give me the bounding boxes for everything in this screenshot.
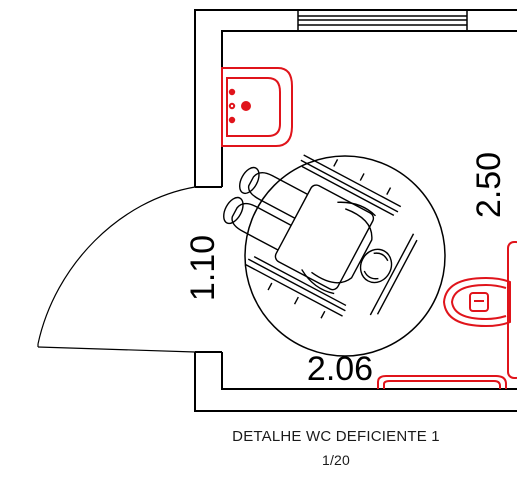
dimension-room-depth: 2.50 bbox=[470, 152, 508, 218]
dimension-door-width: 1.10 bbox=[184, 235, 222, 301]
dimension-room-width: 2.06 bbox=[307, 350, 373, 388]
drawing-scale: 1/20 bbox=[321, 452, 351, 468]
sink-icon bbox=[221, 67, 293, 147]
window-icon bbox=[297, 10, 468, 31]
wheelchair-icon bbox=[223, 154, 418, 319]
drawing-title: DETALHE WC DEFICIENTE 1 bbox=[232, 428, 440, 445]
door-swing-icon bbox=[37, 186, 196, 353]
outer-wall bbox=[194, 9, 517, 412]
toilet-icon bbox=[442, 241, 517, 379]
turning-circle bbox=[244, 155, 446, 357]
grab-bar bbox=[377, 375, 507, 389]
